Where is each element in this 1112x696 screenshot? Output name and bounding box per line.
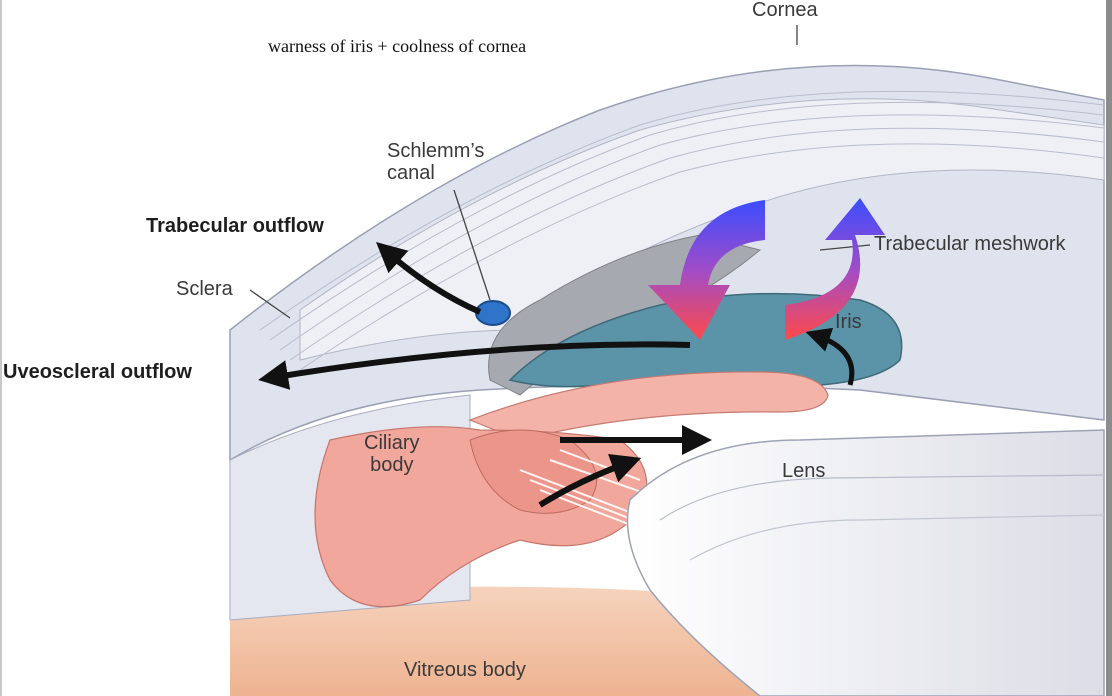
uveoscleral-outflow-arrow — [258, 341, 691, 390]
lens — [626, 429, 1105, 696]
label-cornea: Cornea — [752, 0, 818, 21]
label-vitreous-body: Vitreous body — [404, 659, 526, 681]
annotation-note: warness of iris + coolness of cornea — [268, 36, 527, 56]
right-border — [1106, 0, 1112, 696]
label-sclera: Sclera — [176, 278, 233, 300]
convection-arrow-up — [785, 198, 885, 340]
left-border — [0, 0, 2, 696]
label-trabecular-outflow: Trabecular outflow — [146, 215, 324, 237]
label-uveoscleral-outflow: Uveoscleral outflow — [3, 361, 192, 383]
schlemms-canal — [475, 300, 511, 326]
aqueous-flow-arrow-2 — [538, 453, 642, 508]
ciliary-process — [468, 371, 829, 441]
label-iris: Iris — [835, 311, 862, 333]
iris-flow-arrow — [805, 327, 855, 386]
convection-arrow-down — [648, 200, 765, 340]
trabecular-outflow-arrow — [376, 242, 482, 315]
label-trabecular-meshwork: Trabecular meshwork — [874, 233, 1066, 255]
label-schlemms-canal: Schlemm’s canal — [387, 140, 485, 184]
label-lens: Lens — [782, 460, 826, 482]
label-ciliary-body: Ciliary body — [364, 432, 420, 476]
